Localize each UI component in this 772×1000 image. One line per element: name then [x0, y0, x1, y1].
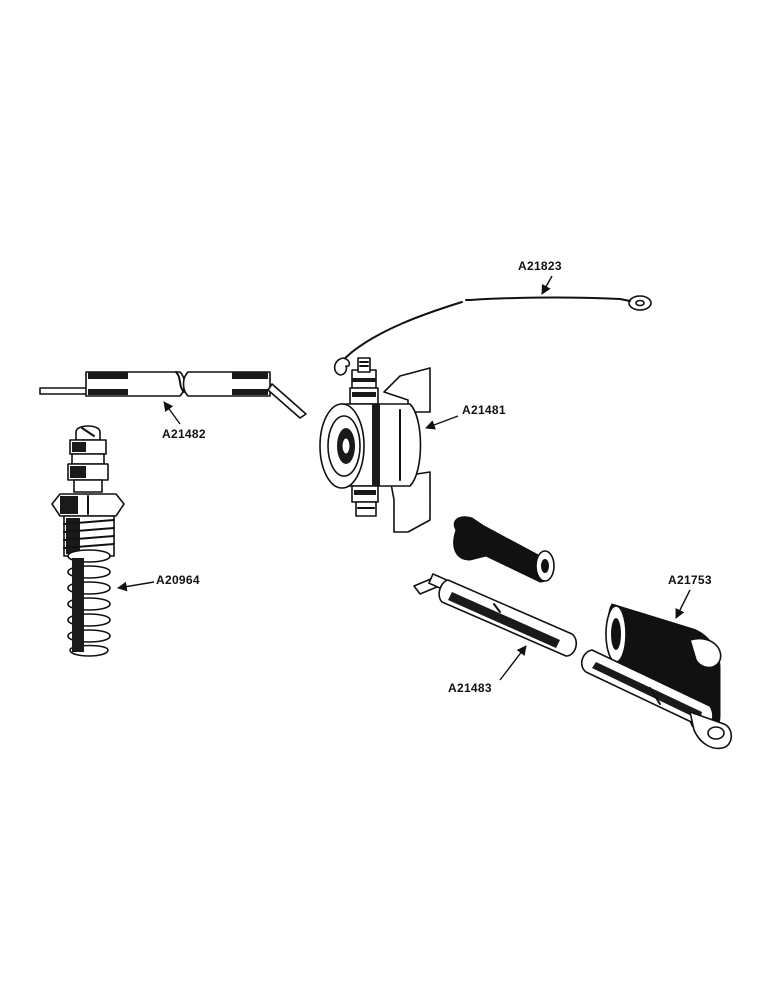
- label-a21482: A21482: [162, 401, 206, 441]
- svg-text:A21482: A21482: [162, 427, 206, 441]
- label-a21753: A21753: [668, 573, 712, 619]
- svg-text:A21753: A21753: [668, 573, 712, 587]
- label-a21483: A21483: [448, 645, 527, 695]
- label-a21481: A21481: [425, 403, 506, 430]
- svg-text:A21823: A21823: [518, 259, 562, 273]
- strap-a21482: [39, 371, 307, 419]
- svg-text:A21483: A21483: [448, 681, 492, 695]
- svg-text:A21481: A21481: [462, 403, 506, 417]
- label-a21823: A21823: [518, 259, 562, 295]
- plug-a20964: [51, 425, 125, 657]
- cable-a21483: [413, 573, 733, 750]
- switch-a21481: [319, 357, 431, 533]
- wire-a21823: [333, 295, 652, 376]
- label-a20964: A20964: [117, 573, 200, 592]
- boot-upper: [453, 516, 555, 583]
- svg-text:A20964: A20964: [156, 573, 200, 587]
